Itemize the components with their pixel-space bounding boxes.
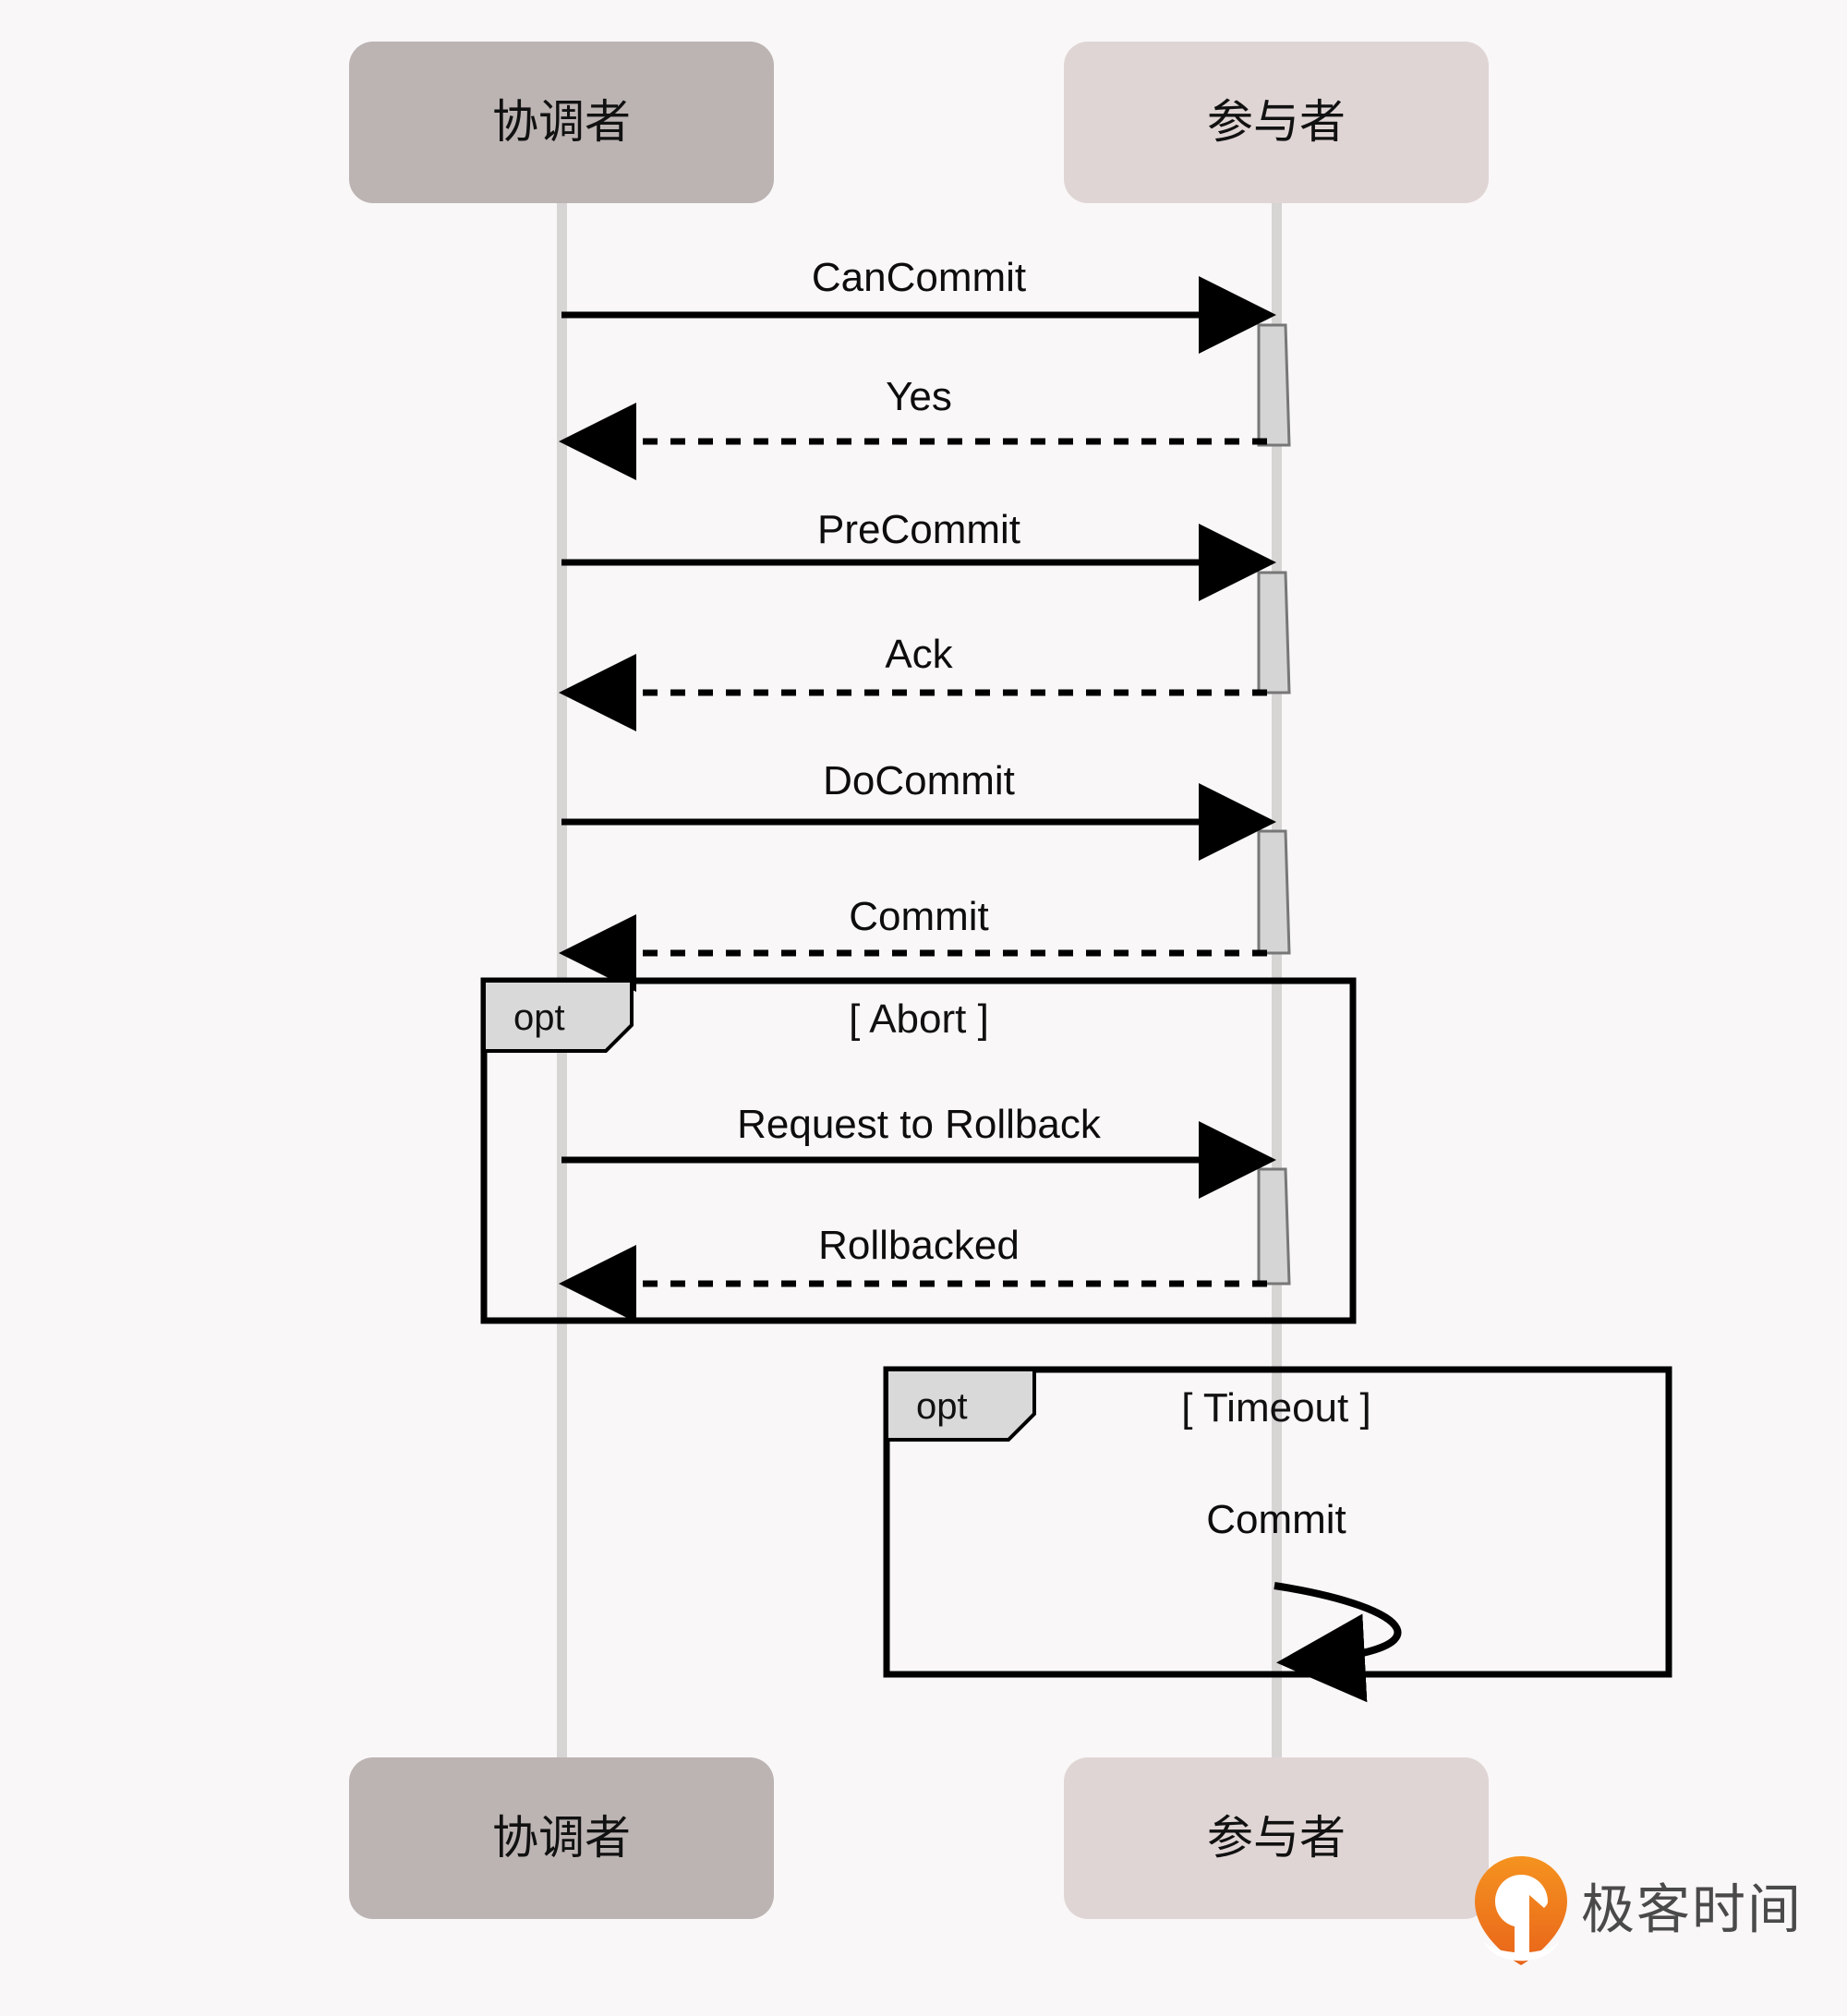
message-docommit[interactable]: DoCommit — [561, 758, 1276, 861]
fragment-condition-opt-timeout: [ Timeout ] — [1181, 1385, 1370, 1431]
message-precommit[interactable]: PreCommit — [561, 507, 1276, 601]
activation-bar-1 — [1257, 323, 1291, 447]
fragment-tag-label-opt-timeout: opt — [916, 1386, 968, 1427]
actor-label-coordinator-bottom: 协调者 — [492, 1812, 631, 1864]
message-label-precommit: PreCommit — [817, 507, 1020, 552]
activation-bar-3 — [1257, 829, 1291, 955]
activation-bar-2 — [1257, 571, 1291, 694]
message-label-docommit: DoCommit — [823, 758, 1015, 803]
message-commit-return[interactable]: Commit — [559, 894, 1267, 992]
message-label-cancommit: CanCommit — [812, 255, 1026, 300]
message-cancommit[interactable]: CanCommit — [561, 255, 1276, 354]
activation-bar-4 — [1257, 1167, 1291, 1286]
geektime-pin-logo-icon — [1475, 1856, 1567, 1965]
actor-box-participant-top[interactable] — [1064, 42, 1489, 203]
fragment-tag-shape-opt-timeout — [885, 1368, 1036, 1442]
actor-box-participant-bottom[interactable] — [1064, 1757, 1489, 1919]
message-yes[interactable]: Yes — [559, 374, 1267, 480]
message-rollbacked[interactable]: Rollbacked — [559, 1223, 1267, 1322]
message-label-yes: Yes — [886, 374, 952, 419]
actor-label-participant-top: 参与者 — [1207, 96, 1346, 148]
message-arrow-commit-self-loop — [1274, 1582, 1402, 1703]
actor-label-coordinator-top: 协调者 — [492, 96, 631, 148]
message-label-commit-self-loop: Commit — [1206, 1497, 1346, 1542]
message-ack[interactable]: Ack — [559, 632, 1267, 731]
message-commit-self-loop[interactable]: Commit — [1206, 1497, 1402, 1703]
fragment-box-opt-abort — [480, 977, 1357, 1324]
actor-box-coordinator-bottom[interactable] — [349, 1757, 774, 1919]
message-label-rollbacked: Rollbacked — [818, 1223, 1020, 1268]
watermark-text: 极客时间 — [1581, 1879, 1803, 1939]
fragment-opt-abort[interactable]: opt [ Abort ] — [480, 977, 1357, 1324]
message-request-to-rollback[interactable]: Request to Rollback — [561, 1102, 1276, 1199]
fragment-tag-shape-opt-abort — [482, 979, 634, 1053]
watermark: 极客时间 — [1475, 1856, 1803, 1965]
message-label-request-to-rollback: Request to Rollback — [737, 1102, 1102, 1147]
actor-head-coordinator[interactable]: 协调者 — [349, 42, 774, 203]
fragment-tag-label-opt-abort: opt — [513, 997, 565, 1038]
fragment-condition-opt-abort: [ Abort ] — [849, 996, 989, 1042]
message-label-commit-return: Commit — [849, 894, 989, 939]
message-label-ack: Ack — [885, 632, 953, 677]
actor-label-participant-bottom: 参与者 — [1207, 1812, 1346, 1864]
actor-box-coordinator-top[interactable] — [349, 42, 774, 203]
actor-foot-coordinator[interactable]: 协调者 — [349, 1757, 774, 1919]
actor-head-participant[interactable]: 参与者 — [1064, 42, 1489, 203]
actor-foot-participant[interactable]: 参与者 — [1064, 1757, 1489, 1919]
